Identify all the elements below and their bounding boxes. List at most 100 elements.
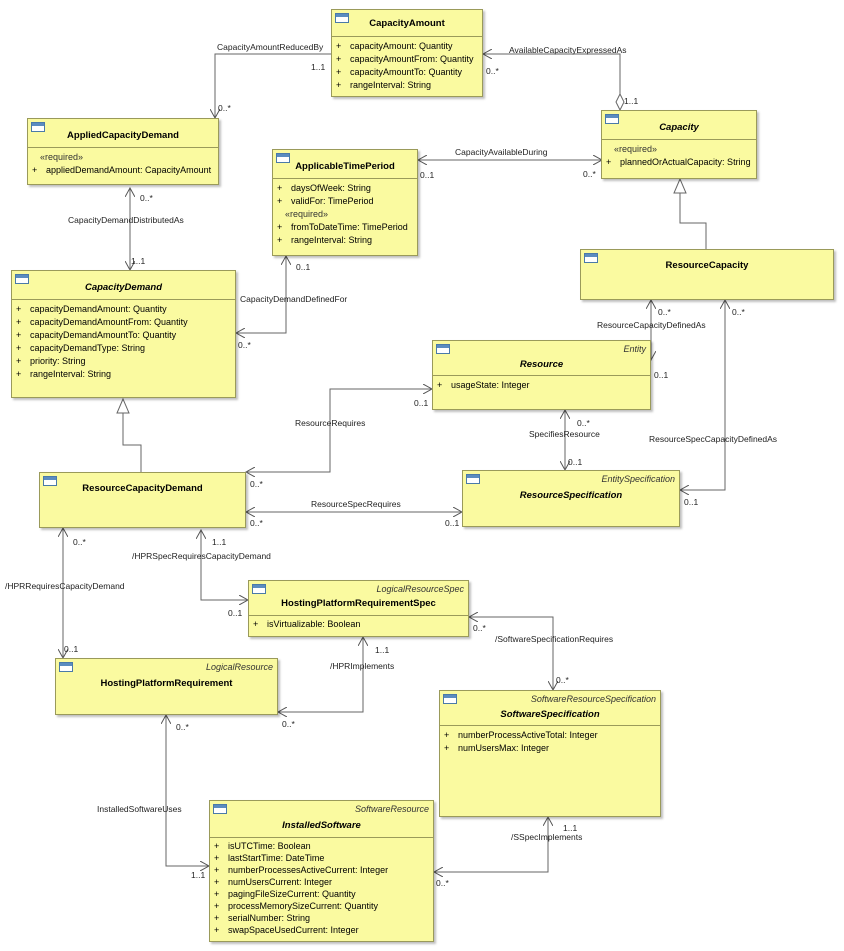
multiplicity: 0..1 (296, 262, 311, 272)
class-applicable-time-period[interactable]: ApplicableTimePeriod +daysOfWeek: String… (272, 149, 418, 256)
class-stereotype: EntitySpecification (601, 474, 675, 484)
attribute: capacityDemandAmountTo: Quantity (30, 330, 177, 340)
class-stereotype: Entity (623, 344, 646, 354)
attribute-list: +daysOfWeek: String +validFor: TimePerio… (273, 179, 417, 247)
multiplicity: 0..* (282, 719, 295, 729)
attribute: rangeInterval: String (291, 235, 373, 245)
assoc-label-software-specification-requires: /SoftwareSpecificationRequires (495, 634, 614, 644)
class-stereotype: SoftwareResource (354, 804, 429, 814)
attribute: capacityDemandAmount: Quantity (30, 304, 167, 314)
stereotype-required: «required» (40, 152, 84, 162)
class-stereotype: SoftwareResourceSpecification (530, 694, 656, 704)
class-icon (43, 476, 57, 486)
class-icon (584, 253, 598, 263)
class-name: HostingPlatformRequirementSpec (281, 598, 436, 609)
assoc-label-capacity-amount-reduced-by: CapacityAmountReducedBy (217, 42, 324, 52)
attribute: lastStartTime: DateTime (228, 853, 325, 863)
class-name: Resource (519, 359, 564, 370)
class-capacity-amount[interactable]: CapacityAmount +capacityAmount: Quantity… (331, 9, 483, 97)
attribute: validFor: TimePeriod (291, 196, 374, 206)
available-capacity-expressed-as-edge (483, 54, 621, 94)
class-icon (436, 344, 450, 354)
class-name: ResourceSpecification (519, 490, 623, 501)
installed-software-uses-edge (166, 715, 209, 867)
class-installed-software[interactable]: SoftwareResource InstalledSoftware +isUT… (209, 800, 434, 942)
attribute-list: +capacityAmount: Quantity +capacityAmoun… (336, 41, 474, 90)
assoc-label-resource-requires: ResourceRequires (295, 418, 366, 428)
class-applied-capacity-demand[interactable]: AppliedCapacityDemand «required» +applie… (27, 118, 219, 185)
class-resource[interactable]: Entity Resource +usageState: Integer (432, 340, 651, 410)
class-capacity[interactable]: Capacity «required» +plannedOrActualCapa… (601, 110, 757, 179)
attribute: swapSpaceUsedCurrent: Integer (228, 925, 359, 935)
multiplicity: 0..* (73, 537, 86, 547)
class-name: CapacityAmount (369, 18, 445, 29)
multiplicity: 0..1 (64, 644, 79, 654)
attribute: daysOfWeek: String (291, 183, 371, 193)
multiplicity: 0..* (176, 722, 189, 732)
multiplicity: 0..* (218, 103, 231, 113)
class-capacity-demand[interactable]: CapacityDemand +capacityDemandAmount: Qu… (11, 270, 236, 398)
attribute: isVirtualizable: Boolean (267, 619, 361, 629)
class-name: CapacityDemand (84, 282, 163, 293)
capacity-amount-reduced-by-edge (215, 53, 331, 118)
multiplicity: 0..* (486, 66, 499, 76)
resource-requires-edge (246, 388, 432, 472)
assoc-label-specifies-resource: SpecifiesResource (529, 429, 600, 439)
class-icon (213, 804, 227, 814)
attribute: numUsersMax: Integer (458, 743, 550, 753)
attribute: rangeInterval: String (30, 369, 112, 379)
class-icon (605, 114, 619, 124)
attribute-list: +capacityDemandAmount: Quantity +capacit… (16, 304, 188, 379)
class-name: InstalledSoftware (282, 820, 361, 831)
class-resource-capacity[interactable]: ResourceCapacity (580, 249, 834, 300)
attribute: capacityAmountTo: Quantity (350, 67, 463, 77)
attribute: serialNumber: String (228, 913, 311, 923)
hpr-implements-edge (278, 637, 363, 713)
attribute: numUsersCurrent: Integer (228, 877, 333, 887)
assoc-label-installed-software-uses: InstalledSoftwareUses (97, 804, 182, 814)
attribute: capacityDemandAmountFrom: Quantity (30, 317, 188, 327)
class-stereotype: LogicalResourceSpec (376, 584, 464, 594)
multiplicity: 0..1 (684, 497, 699, 507)
class-name: SoftwareSpecification (500, 709, 600, 720)
assoc-label-hpr-requires-capacity-demand: /HPRRequiresCapacityDemand (5, 581, 125, 591)
multiplicity: 0..* (238, 340, 251, 350)
class-name: ResourceCapacityDemand (82, 483, 203, 494)
multiplicity: 0..1 (414, 398, 429, 408)
attribute: capacityAmount: Quantity (350, 41, 453, 51)
multiplicity: 0..* (556, 675, 569, 685)
assoc-label-resource-capacity-defined-as: ResourceCapacityDefinedAs (597, 320, 706, 330)
class-name: HostingPlatformRequirement (100, 678, 233, 689)
attribute: capacityDemandType: String (30, 343, 146, 353)
class-icon (276, 153, 290, 163)
attribute: usageState: Integer (451, 380, 530, 390)
attribute-list: +isVirtualizable: Boolean (253, 619, 361, 629)
multiplicity: 1..1 (191, 870, 206, 880)
class-icon (59, 662, 73, 672)
multiplicity: 0..1 (228, 608, 243, 618)
assoc-label-resource-spec-requires: ResourceSpecRequires (311, 499, 401, 509)
attribute: isUTCTime: Boolean (228, 841, 311, 851)
class-icon (466, 474, 480, 484)
multiplicity: 0..* (732, 307, 745, 317)
class-name: ResourceCapacity (665, 260, 749, 271)
multiplicity: 0..* (577, 418, 590, 428)
multiplicity: 1..1 (311, 62, 326, 72)
class-software-specification[interactable]: SoftwareResourceSpecification SoftwareSp… (439, 690, 661, 817)
class-hosting-platform-requirement-spec[interactable]: LogicalResourceSpec HostingPlatformRequi… (248, 580, 469, 637)
resource-capacity-demand-generalization-edge (122, 413, 142, 472)
multiplicity: 0..* (250, 518, 263, 528)
assoc-label-available-capacity-expressed-as: AvailableCapacityExpressedAs (509, 45, 627, 55)
attribute-list: «required» +appliedDemandAmount: Capacit… (28, 148, 218, 177)
assoc-label-capacity-demand-distributed-as: CapacityDemandDistributedAs (68, 215, 184, 225)
class-name: Capacity (659, 122, 699, 133)
class-resource-capacity-demand[interactable]: ResourceCapacityDemand (39, 472, 246, 528)
class-hosting-platform-requirement[interactable]: LogicalResource HostingPlatformRequireme… (55, 658, 278, 715)
attribute: capacityAmountFrom: Quantity (350, 54, 474, 64)
attribute: numberProcessesActiveCurrent: Integer (228, 865, 389, 875)
class-resource-specification[interactable]: EntitySpecification ResourceSpecificatio… (462, 470, 680, 527)
stereotype-required: «required» (285, 209, 329, 219)
class-stereotype: LogicalResource (205, 662, 273, 672)
attribute-list: +isUTCTime: Boolean +lastStartTime: Date… (214, 841, 389, 935)
